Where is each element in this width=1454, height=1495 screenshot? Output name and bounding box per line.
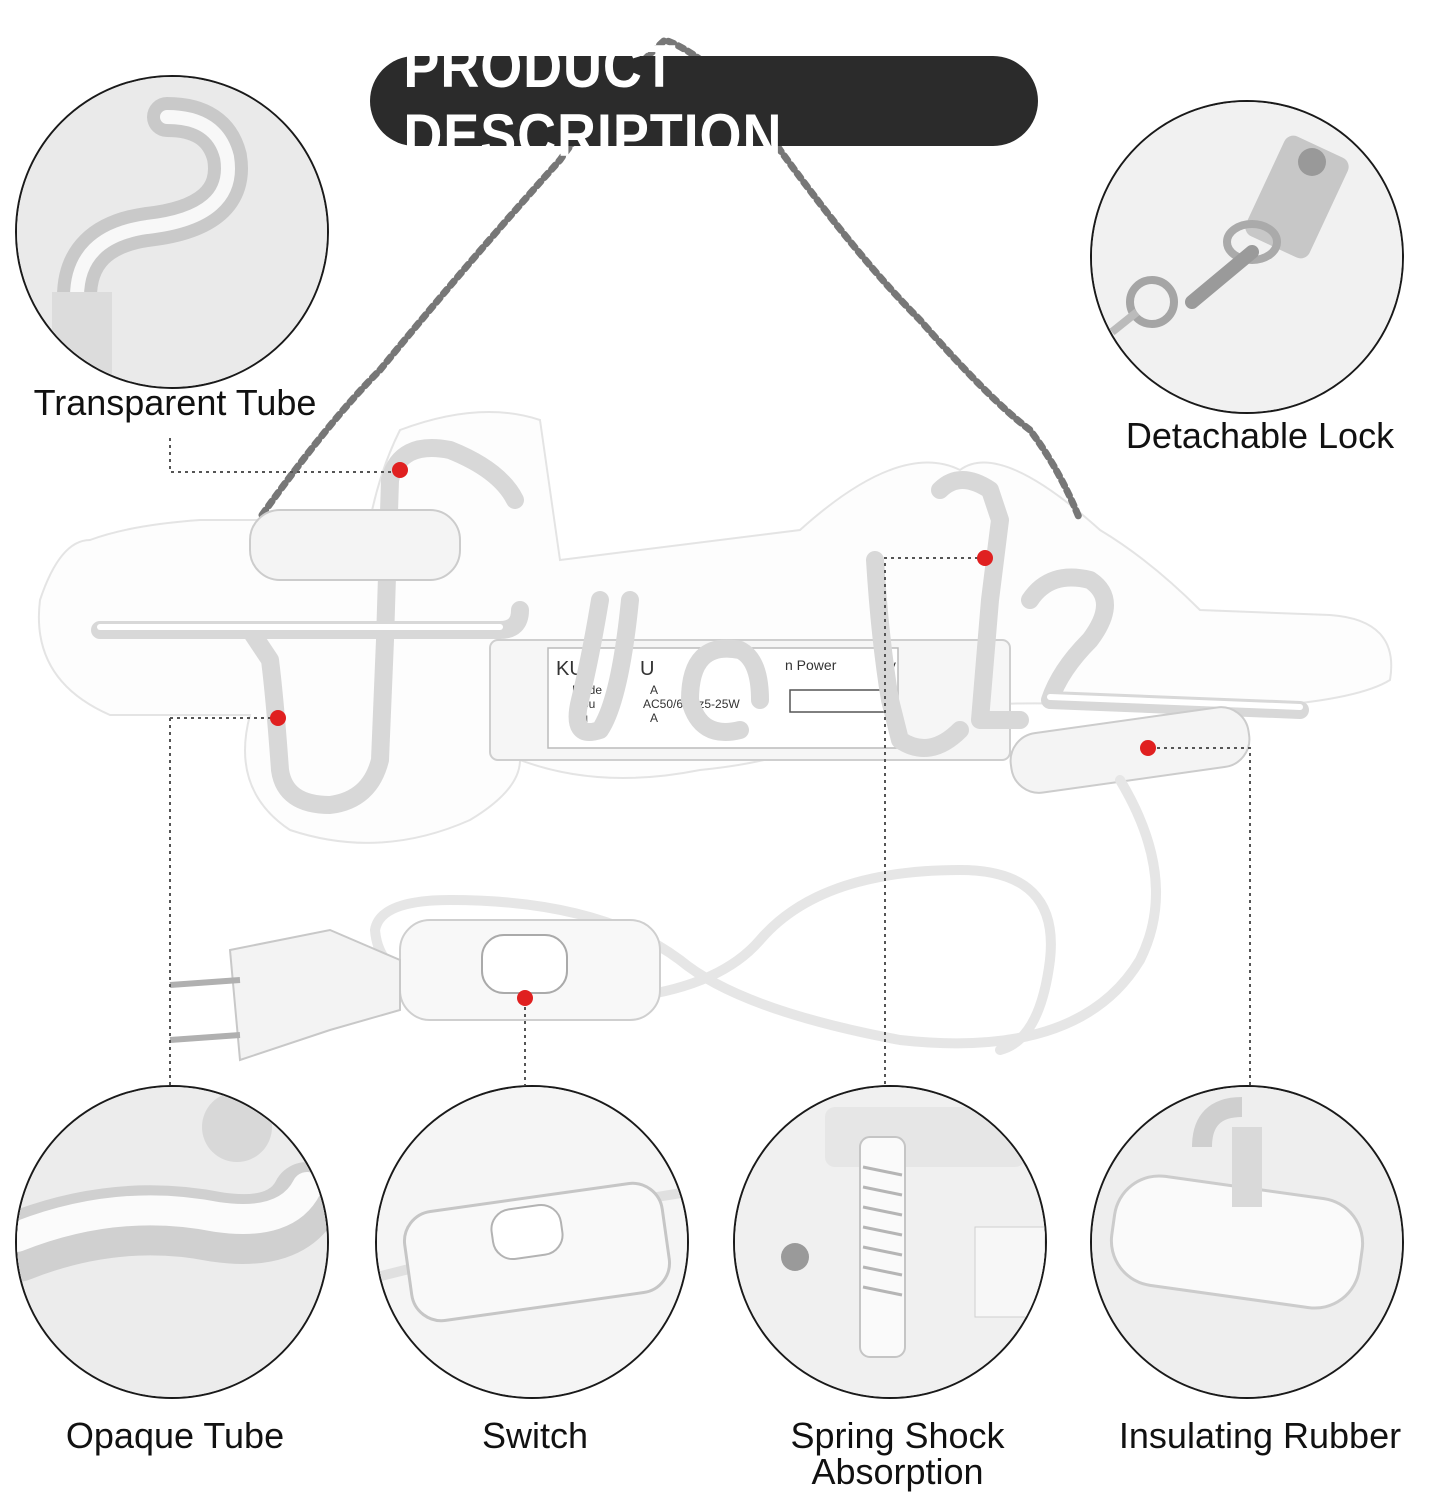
opaque-tube-photo bbox=[17, 1087, 327, 1397]
leader-lines bbox=[169, 438, 1251, 1085]
power-supply-unit-a1: A bbox=[650, 683, 658, 697]
insulating-rubber-photo bbox=[1092, 1087, 1402, 1397]
label-opaque-tube: Opaque Tube bbox=[65, 1415, 285, 1456]
rubber-cap-right bbox=[1009, 706, 1251, 794]
power-supply-title-tail: ply bbox=[878, 657, 896, 673]
plug bbox=[169, 928, 401, 1062]
label-detachable-lock: Detachable Lock bbox=[1125, 415, 1395, 456]
label-transparent-tube: Transparent Tube bbox=[33, 382, 317, 423]
power-supply-box: KU U n Power ply Mode A Inpu AC50/60Hz5-… bbox=[489, 639, 1011, 761]
power-supply-title: n Power bbox=[785, 657, 837, 673]
cable-switch-rocker bbox=[481, 934, 568, 994]
marker-dots bbox=[270, 462, 1156, 1006]
switch-photo bbox=[377, 1087, 687, 1397]
neon-script-tubes bbox=[91, 439, 1309, 814]
label-insulating-rubber: Insulating Rubber bbox=[1118, 1415, 1402, 1456]
marker-transparent-tube bbox=[392, 462, 408, 478]
label-spring-line1: Spring Shock bbox=[790, 1415, 1005, 1456]
power-supply-output: Ou bbox=[572, 711, 588, 725]
detail-insulating-rubber bbox=[1090, 1085, 1404, 1399]
rubber-cap-left bbox=[249, 509, 461, 581]
power-cable bbox=[369, 775, 1161, 1055]
label-spring-line2: Absorption bbox=[811, 1451, 984, 1492]
spring-shock-photo bbox=[735, 1087, 1045, 1397]
marker-spring bbox=[977, 550, 993, 566]
detail-switch bbox=[375, 1085, 689, 1399]
page-title: PRODUCT DESCRIPTION bbox=[403, 33, 783, 169]
cable-switch-body bbox=[399, 919, 661, 1021]
transparent-tube-photo bbox=[17, 77, 327, 387]
power-supply-brand-tail: U bbox=[640, 658, 654, 680]
power-supply-unit-a2: A bbox=[650, 711, 658, 725]
marker-switch bbox=[517, 990, 533, 1006]
title-badge: PRODUCT DESCRIPTION bbox=[370, 33, 1038, 169]
neon-script-highlights bbox=[97, 624, 1303, 710]
marker-opaque-tube bbox=[270, 710, 286, 726]
label-spring-shock-absorption: Spring Shock Absorption bbox=[740, 1418, 1055, 1490]
marker-rubber bbox=[1140, 740, 1156, 756]
detail-transparent-tube bbox=[15, 75, 329, 389]
detail-opaque-tube bbox=[15, 1085, 329, 1399]
power-supply-input: Inpu bbox=[572, 697, 595, 711]
power-supply-brand: KU bbox=[556, 658, 584, 680]
detachable-lock-photo bbox=[1092, 102, 1402, 412]
power-supply-model: Mode bbox=[572, 683, 602, 697]
power-supply-input-value: AC50/60Hz5-25W bbox=[643, 697, 740, 711]
label-switch: Switch bbox=[481, 1415, 589, 1456]
detail-spring-shock-absorption bbox=[733, 1085, 1047, 1399]
detail-detachable-lock bbox=[1090, 100, 1404, 414]
acrylic-backboard bbox=[37, 411, 1393, 844]
